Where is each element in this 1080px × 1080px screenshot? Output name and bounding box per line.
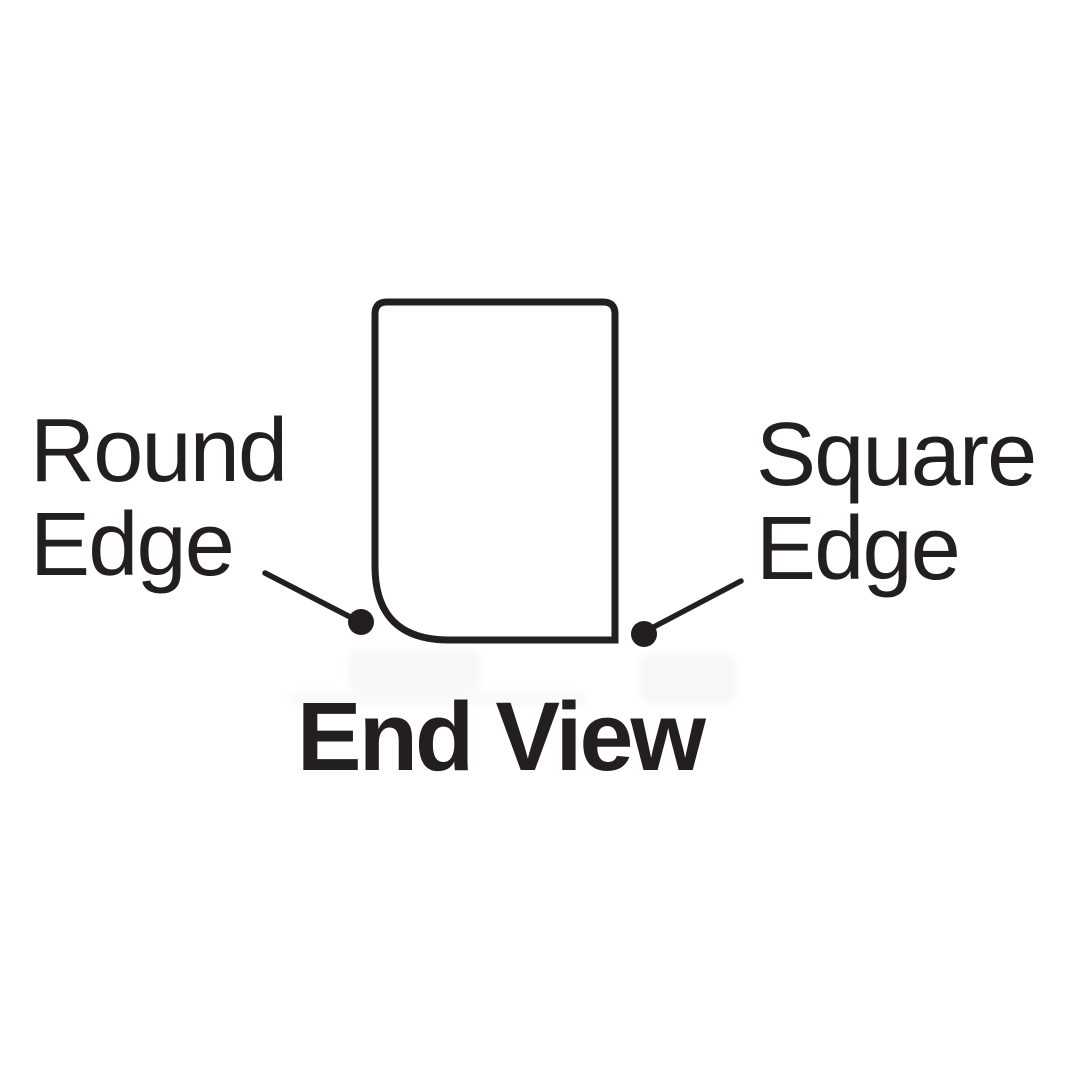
square-edge-callout-dot-icon [631, 621, 657, 647]
square-edge-leader-line [645, 578, 744, 633]
diagram-title: End View [296, 682, 706, 791]
square-edge-label: Square Edge [756, 405, 1037, 599]
round-edge-leader-line [262, 570, 359, 623]
round-edge-callout-dot-icon [348, 609, 374, 635]
round-edge-label: Round Edge [30, 401, 288, 595]
shadow-artifact [288, 692, 588, 706]
shadow-artifact [640, 654, 736, 704]
shadow-artifact [348, 650, 480, 692]
board-profile-shape [371, 298, 619, 644]
